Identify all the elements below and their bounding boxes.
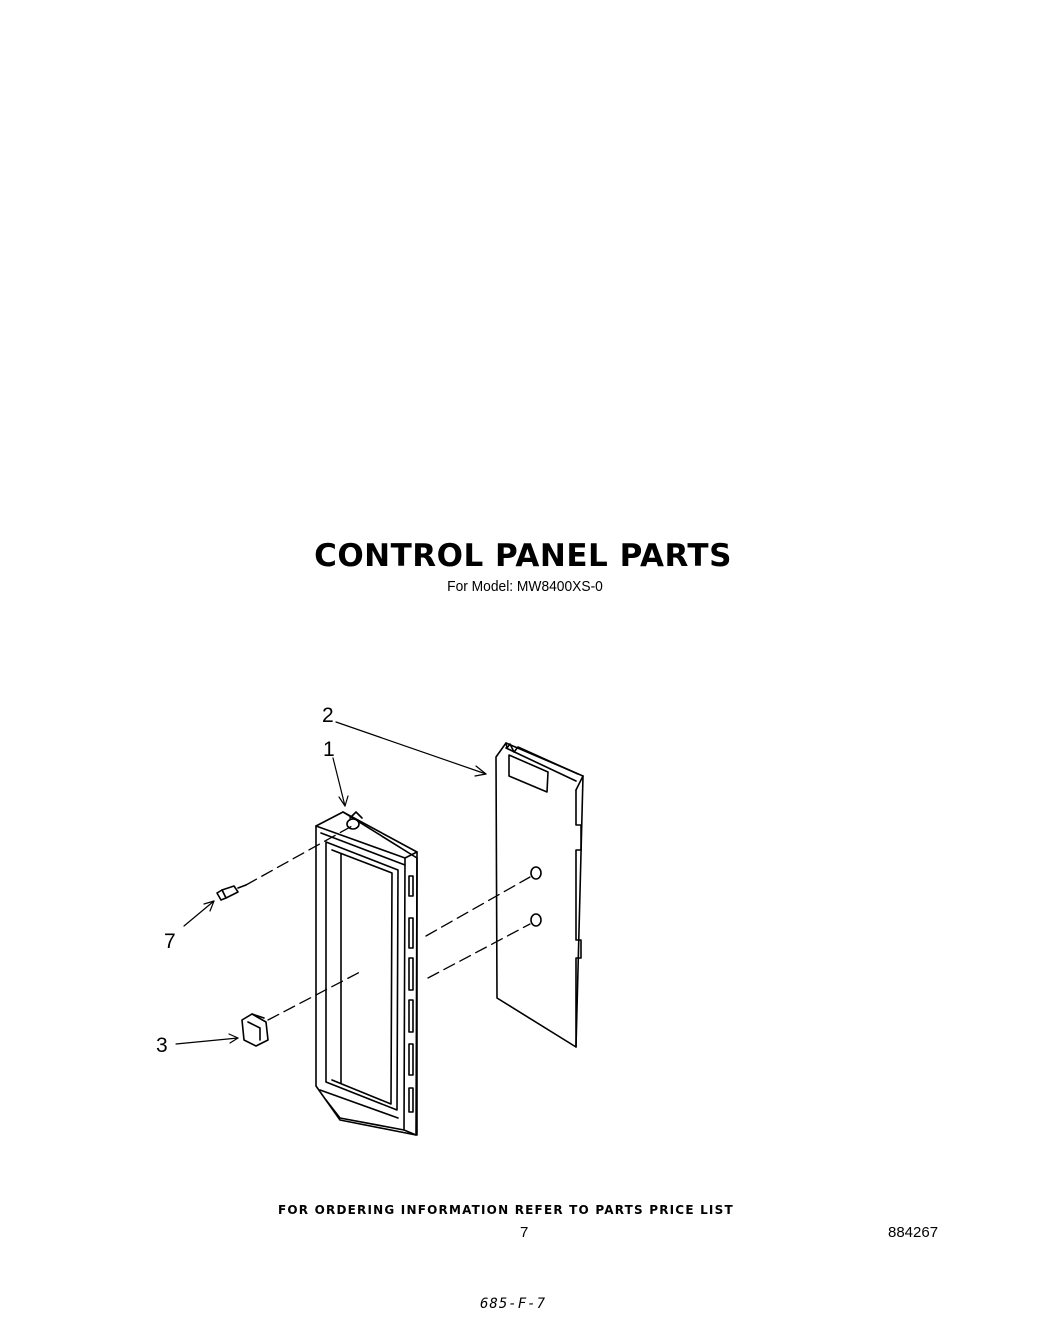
screw-part <box>216 884 247 901</box>
ordering-note: FOR ORDERING INFORMATION REFER TO PARTS … <box>278 1203 734 1217</box>
knob-part <box>241 1013 269 1047</box>
callout-1: 1 <box>323 738 335 761</box>
page-title: CONTROL PANEL PARTS <box>314 538 732 574</box>
callout-2: 2 <box>322 704 334 727</box>
front-frame-part <box>315 811 418 1136</box>
model-subtitle: For Model: MW8400XS-0 <box>447 578 603 595</box>
handwritten-note: 685-F-7 <box>480 1296 547 1312</box>
document-number: 884267 <box>888 1224 939 1241</box>
callout-3: 3 <box>156 1034 168 1057</box>
leader-lines <box>175 721 487 1045</box>
callout-7: 7 <box>164 930 176 953</box>
page-number: 7 <box>520 1224 529 1241</box>
assembly-lines <box>245 825 531 1021</box>
control-board-part <box>495 742 584 1048</box>
